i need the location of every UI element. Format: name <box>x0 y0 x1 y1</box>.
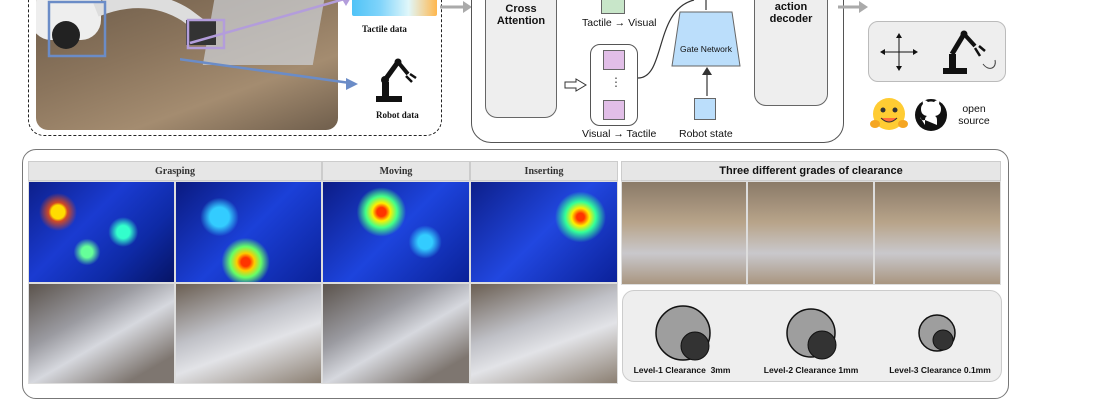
tactile-data-image <box>352 0 437 16</box>
robot-setup-drawing <box>36 0 326 65</box>
heatmap-grasping-2 <box>175 181 322 283</box>
clearance-circle-level-2 <box>786 308 837 360</box>
clearance-title: Three different grades of clearance <box>621 161 1001 181</box>
clearance-level-1-label: Level-1 Clearance 3mm <box>633 365 731 375</box>
gate-network-shape <box>671 0 741 67</box>
robot-data-label: Robot data <box>376 110 419 120</box>
cross-attention-label: Cross Attention <box>496 3 546 27</box>
camera-grasping-2 <box>175 283 322 384</box>
hugging-face-icon[interactable] <box>870 96 908 132</box>
tactile-data-label: Tactile data <box>362 24 407 34</box>
clearance-circle-level-3 <box>918 314 956 352</box>
tactile-to-visual-label: Tactile → Visual <box>582 17 657 29</box>
camera-inserting <box>470 283 618 384</box>
model-frame <box>471 0 844 143</box>
camera-grasping-1 <box>28 283 175 384</box>
visual-token-stack: ⋮ <box>590 44 638 126</box>
action-decoder-label: action decoder <box>769 1 813 25</box>
clearance-circle-level-1 <box>655 305 711 361</box>
clearance-photo-3 <box>874 181 1001 285</box>
robot-arm-icon <box>376 58 417 102</box>
heatmap-inserting <box>470 181 618 283</box>
clearance-level-2-label: Level-2 Clearance 1mm <box>763 365 859 375</box>
robot-arm-output-icon <box>943 30 996 74</box>
tactile-token <box>601 0 625 14</box>
visual-to-tactile-label: Visual → Tactile <box>582 128 657 140</box>
arrow-to-action <box>838 1 868 13</box>
column-header-grasping: Grasping <box>28 161 322 181</box>
ellipsis: ⋮ <box>610 75 622 89</box>
clearance-photo-2 <box>747 181 874 285</box>
heatmap-grasping-1 <box>28 181 175 283</box>
robot-setup-photo <box>36 0 338 130</box>
column-header-moving: Moving <box>322 161 470 181</box>
action-decoder-block: action decoder <box>754 0 828 106</box>
robot-state-label: Robot state <box>679 128 733 140</box>
move-arrows-icon <box>880 33 918 71</box>
column-header-inserting: Inserting <box>470 161 618 181</box>
data-collection-frame <box>28 0 442 136</box>
camera-moving <box>322 283 470 384</box>
robot-state-token <box>694 98 716 120</box>
hollow-arrow <box>564 78 587 92</box>
heatmap-moving <box>322 181 470 283</box>
action-output-card <box>868 21 1006 82</box>
clearance-level-3-label: Level-3 Clearance 0.1mm <box>889 365 991 375</box>
gate-connector <box>637 0 695 79</box>
github-icon[interactable] <box>914 98 948 132</box>
data-arrows <box>180 0 358 90</box>
visual-token-bottom <box>603 100 625 120</box>
visual-token-top <box>603 50 625 70</box>
gate-network-label: Gate Network <box>680 44 732 54</box>
clearance-diagram-card: Level-1 Clearance 3mm Level-2 Clearance … <box>622 290 1002 382</box>
cross-attention-block: Cross Attention <box>485 0 557 118</box>
arrow-to-model <box>440 1 472 13</box>
open-source-label: open source <box>958 103 990 127</box>
state-arrow <box>702 67 712 96</box>
clearance-photo-1 <box>621 181 747 285</box>
results-panel <box>22 149 1009 399</box>
